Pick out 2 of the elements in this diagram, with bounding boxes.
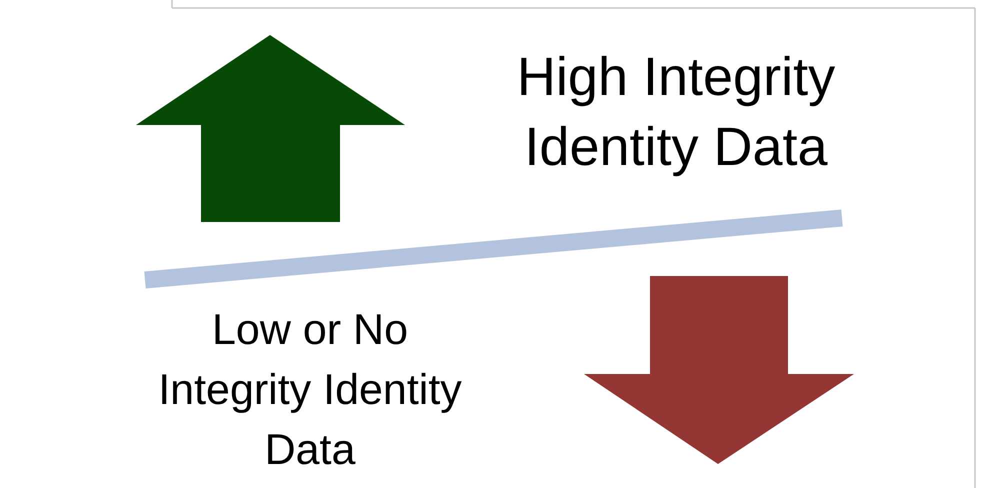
label-text: High Integrity Identity Data [516, 46, 836, 179]
label-text: Low or No Integrity Identity Data [157, 305, 463, 476]
